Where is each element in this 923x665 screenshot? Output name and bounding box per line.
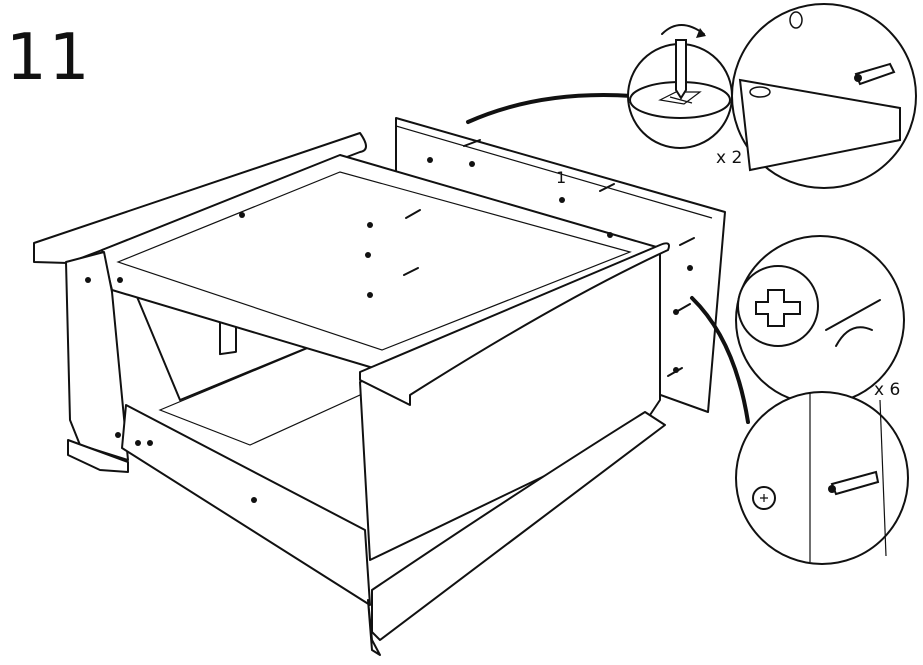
screwdriver-icon	[675, 39, 687, 100]
cam-dowel-icon	[403, 139, 695, 377]
right-top-cap	[359, 242, 670, 406]
front-base	[367, 599, 381, 656]
rotate-arrow-icon	[661, 24, 705, 35]
back-panel-inner-edge	[395, 125, 713, 219]
detail-dowel-side	[735, 391, 909, 565]
bottom-front-rail	[121, 404, 371, 606]
top-front-rail-inner	[116, 171, 632, 351]
quantity-label-right: x 6	[874, 380, 901, 400]
leader-right	[690, 296, 750, 424]
screw-holes	[85, 157, 693, 503]
quantity-label-top: x 2	[716, 148, 743, 168]
right-base-plinth	[371, 411, 666, 641]
leader-top	[466, 93, 634, 124]
detail-screwdriver-top	[627, 24, 733, 149]
detail-dowel-board	[731, 3, 917, 189]
rotate-arrow-icon	[835, 326, 873, 347]
phillips-screw-head-icon	[749, 86, 771, 98]
left-base	[67, 439, 129, 473]
left-side-panel	[65, 251, 129, 461]
part-label-1: 1	[556, 168, 567, 187]
step-number: 11	[6, 21, 92, 95]
detail-screw-head	[735, 235, 905, 405]
screwdriver-icon	[825, 299, 881, 331]
